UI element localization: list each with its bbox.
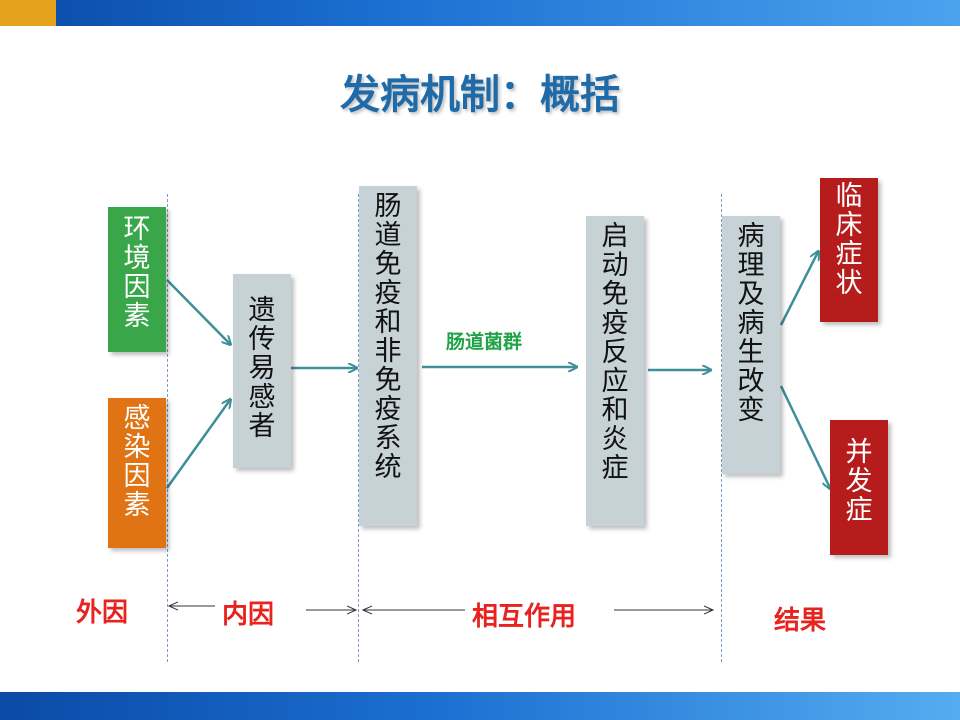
divider-interaction-result: [721, 194, 722, 662]
arrow-pathology-to-complication: [779, 385, 830, 488]
banner-accent: [0, 0, 56, 26]
intestinal-immune-system-box: 肠道免疫和非免疫系统: [359, 186, 417, 526]
arrow-infection-to-genetic: [165, 400, 230, 489]
pathology-change-box: 病理及病生改变: [722, 216, 780, 474]
internal-cause-label: 内因: [222, 600, 275, 630]
interaction-label: 相互作用: [472, 602, 577, 632]
divider-external-internal: [167, 194, 168, 662]
external-cause-label: 外因: [76, 598, 129, 628]
immune-response-text: 启动免疫反应和炎症: [601, 221, 629, 484]
pathology-change-text: 病理及病生改变: [737, 221, 765, 426]
infection-factor-box: 感染因素: [108, 398, 166, 548]
complication-text: 并发症: [845, 437, 873, 526]
immune-response-box: 启动免疫反应和炎症: [586, 216, 644, 526]
arrow-environment-to-genetic: [166, 279, 230, 344]
top-banner: [0, 0, 960, 26]
result-label: 结果: [774, 606, 827, 636]
genetic-susceptibility-box: 遗传易感者: [233, 274, 291, 468]
infection-factor-text: 感染因素: [123, 403, 151, 521]
gut-flora-label: 肠道菌群: [446, 331, 523, 353]
clinical-symptoms-box: 临床症状: [820, 178, 878, 322]
divider-internal-interaction: [358, 194, 359, 662]
arrow-pathology-to-clinical: [779, 252, 818, 326]
environment-factor-box: 环境因素: [108, 207, 166, 352]
bottom-banner: [0, 692, 960, 720]
clinical-symptoms-text: 临床症状: [835, 181, 863, 299]
environment-factor-text: 环境因素: [123, 214, 151, 332]
complication-box: 并发症: [830, 420, 888, 555]
intestinal-immune-system-text: 肠道免疫和非免疫系统: [374, 191, 402, 483]
genetic-susceptibility-text: 遗传易感者: [248, 295, 276, 442]
slide-title: 发病机制：概括: [340, 72, 620, 118]
